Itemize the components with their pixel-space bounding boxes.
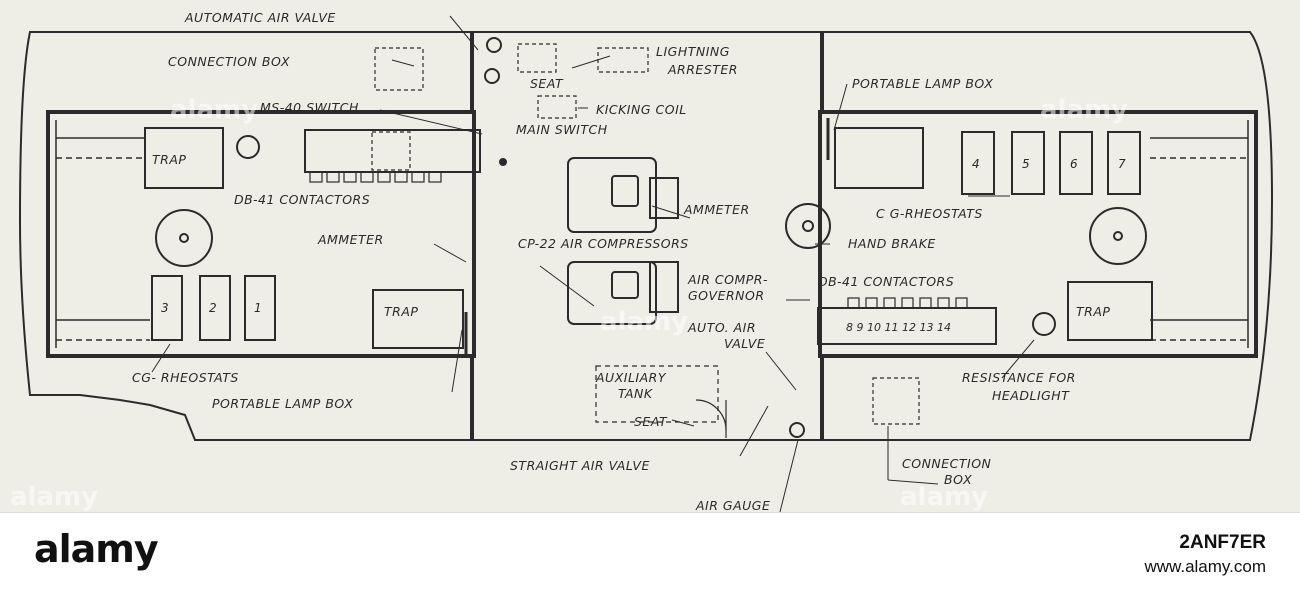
trap-box-left-bottom	[372, 289, 464, 349]
label-headlight: HEADLIGHT	[992, 388, 1070, 403]
label-governor: GOVERNOR	[688, 288, 765, 303]
rheostat-4	[961, 131, 995, 195]
label-connection-box-top: CONNECTION BOX	[168, 54, 290, 69]
label-cp22-air-compressors: CP-22 AIR COMPRESSORS	[518, 236, 689, 251]
watermark-text: alamy	[10, 482, 98, 512]
rheostat-5	[1011, 131, 1045, 195]
label-ms40-switch: MS-40 SWITCH	[260, 100, 359, 115]
equipment-box-right-top	[834, 127, 924, 189]
label-hand-brake: HAND BRAKE	[848, 236, 936, 251]
floor-plan-diagram: AUTOMATIC AIR VALVE CONNECTION BOX MS-40…	[10, 10, 1274, 512]
rheostat-number-7: 7	[1118, 157, 1126, 171]
site-url[interactable]: www.alamy.com	[1144, 557, 1266, 576]
label-straight-air-valve: STRAIGHT AIR VALVE	[510, 458, 650, 473]
hand-brake-wheel	[785, 203, 831, 249]
connection-box-bottom	[872, 377, 920, 425]
label-automatic-air-valve: AUTOMATIC AIR VALVE	[184, 10, 336, 25]
label-seat-top: SEAT	[530, 76, 564, 91]
rheostat-1	[244, 275, 276, 341]
label-auxiliary: AUXILIARY	[595, 370, 667, 385]
label-seat-bottom: SEAT	[634, 414, 668, 429]
contactors-block-left	[304, 129, 481, 173]
label-auto-air-valve: VALVE	[724, 336, 765, 351]
trap-box-left-top	[144, 127, 224, 189]
rheostat-number-3: 3	[161, 301, 169, 315]
image-info: 2ANF7ER www.alamy.com	[1144, 531, 1266, 579]
label-air-gauge: AIR GAUGE	[695, 498, 770, 512]
trap-box-right-bottom	[1067, 281, 1153, 341]
rheostat-number-5: 5	[1022, 157, 1030, 171]
label-kicking-coil: KICKING COIL	[596, 102, 687, 117]
label-arrester: ARRESTER	[667, 62, 738, 77]
kicking-coil	[537, 95, 577, 119]
label-tank: TANK	[618, 386, 654, 401]
compressor-upper	[567, 157, 657, 233]
watermark-text: alamy	[900, 482, 988, 512]
auxiliary-tank	[595, 365, 719, 423]
watermark-text: alamy	[600, 307, 688, 337]
rheostat-number-6: 6	[1070, 157, 1078, 171]
connection-box-top	[374, 47, 424, 91]
label-trap-left-top: TRAP	[152, 152, 186, 167]
rheostat-number-2: 2	[209, 301, 217, 315]
watermark-text: alamy	[170, 95, 258, 125]
hood-left	[46, 110, 476, 358]
label-db41-contactors-left: DB-41 CONTACTORS	[234, 192, 370, 207]
contactor-numbers-right: 8 9 10 11 12 13 14	[846, 321, 951, 334]
label-cg-rheostats-left: CG- RHEOSTATS	[132, 370, 239, 385]
label-cg-rheostats-right: C G-RHEOSTATS	[876, 206, 983, 221]
label-ammeter-left: AMMETER	[317, 232, 384, 247]
watermark-text: alamy	[1040, 95, 1128, 125]
label-auto-air: AUTO. AIR	[687, 320, 756, 335]
rheostat-number-4: 4	[972, 157, 980, 171]
rheostat-3	[151, 275, 183, 341]
label-trap-right-bottom: TRAP	[1076, 304, 1110, 319]
label-ammeter-right: AMMETER	[683, 202, 750, 217]
image-id: 2ANF7ER	[1179, 532, 1266, 553]
label-portable-lamp-box-bottom: PORTABLE LAMP BOX	[212, 396, 353, 411]
rheostat-number-1: 1	[254, 301, 262, 315]
stock-footer: alamy 2ANF7ER www.alamy.com	[0, 512, 1300, 602]
rheostat-2	[199, 275, 231, 341]
label-connection: CONNECTION	[902, 456, 992, 471]
compressor-lower	[567, 261, 657, 325]
alamy-logo: alamy	[34, 527, 159, 571]
fan-motor-right	[1089, 207, 1147, 265]
fan-motor-left	[155, 209, 213, 267]
label-db41-contactors-right: DB-41 CONTACTORS	[818, 274, 954, 289]
label-portable-lamp-box-top: PORTABLE LAMP BOX	[852, 76, 993, 91]
seat-top	[517, 43, 557, 73]
label-main-switch: MAIN SWITCH	[516, 122, 608, 137]
label-box: BOX	[944, 472, 972, 487]
lightning-arrester	[597, 47, 649, 73]
hood-right	[818, 110, 1258, 358]
label-resistance-for: RESISTANCE FOR	[962, 370, 1076, 385]
label-trap-left-bottom: TRAP	[384, 304, 418, 319]
label-lightning: LIGHTNING	[656, 44, 730, 59]
locomotive-floor-plan: AUTOMATIC AIR VALVE CONNECTION BOX MS-40…	[0, 0, 1300, 512]
rheostat-7	[1107, 131, 1141, 195]
rheostat-6	[1059, 131, 1093, 195]
car-body-outline	[18, 31, 1274, 441]
label-air-compr: AIR COMPR-	[687, 272, 768, 287]
